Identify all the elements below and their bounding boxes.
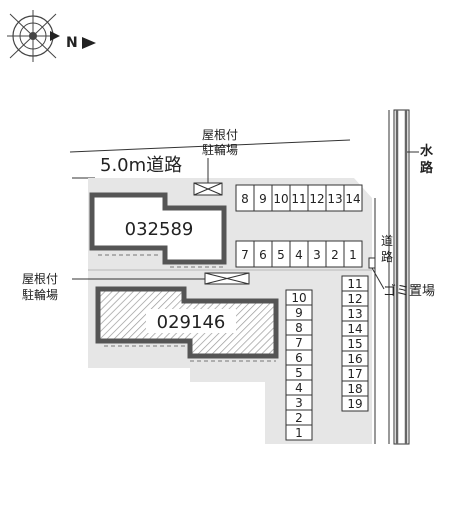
compass-north-label: N bbox=[66, 35, 78, 51]
parking-space: 13 bbox=[327, 192, 342, 206]
parking-space: 16 bbox=[347, 352, 362, 366]
parking-space: 6 bbox=[259, 248, 267, 262]
parking-space: 11 bbox=[347, 277, 362, 291]
side-road-label-2: 路 bbox=[381, 249, 393, 264]
parking-middle-row: 7 6 5 4 3 2 1 bbox=[235, 240, 363, 268]
parking-space: 19 bbox=[347, 397, 362, 411]
bike-parking-top-label-2: 駐輪場 bbox=[202, 142, 238, 157]
parking-space: 17 bbox=[347, 367, 362, 381]
building-029146: 029146 bbox=[95, 286, 279, 362]
garbage-label: ゴミ置場 bbox=[383, 283, 435, 299]
bike-parking-top-label-1: 屋根付 bbox=[202, 128, 238, 142]
parking-space: 2 bbox=[295, 411, 303, 425]
side-road-label-1: 道 bbox=[381, 234, 393, 248]
parking-space: 7 bbox=[241, 248, 249, 262]
parking-space: 3 bbox=[313, 248, 321, 262]
parking-column-left: 10 9 8 7 6 5 4 3 2 1 bbox=[285, 289, 313, 441]
parking-space: 10 bbox=[291, 291, 306, 305]
parking-column-right: 11 12 13 14 15 16 17 18 19 bbox=[341, 275, 369, 412]
parking-space: 10 bbox=[273, 192, 288, 206]
bike-parking-left-label-1: 屋根付 bbox=[22, 272, 58, 286]
parking-space: 5 bbox=[295, 366, 303, 380]
parking-space: 6 bbox=[295, 351, 303, 365]
compass-rose-icon bbox=[7, 10, 60, 62]
parking-space: 4 bbox=[295, 248, 303, 262]
garbage-area bbox=[368, 257, 376, 269]
parking-space: 15 bbox=[347, 337, 362, 351]
parking-space: 14 bbox=[347, 322, 362, 336]
parking-space: 7 bbox=[295, 336, 303, 350]
road-label: 5.0m道路 bbox=[100, 155, 182, 176]
parking-space: 4 bbox=[295, 381, 303, 395]
parking-space: 1 bbox=[295, 426, 303, 440]
building-id-label: 029146 bbox=[157, 312, 226, 333]
parking-space: 9 bbox=[259, 192, 267, 206]
parking-space: 3 bbox=[295, 396, 303, 410]
bike-parking-left-label-2: 駐輪場 bbox=[22, 287, 58, 302]
parking-space: 8 bbox=[241, 192, 249, 206]
parking-space: 12 bbox=[309, 192, 324, 206]
road-edge-line bbox=[69, 139, 351, 153]
compass-north-indicator: N bbox=[66, 35, 96, 51]
building-id-label: 032589 bbox=[125, 219, 194, 240]
parking-space: 12 bbox=[347, 292, 362, 306]
parking-space: 2 bbox=[331, 248, 339, 262]
parking-space: 9 bbox=[295, 306, 303, 320]
parking-top-row: 8 9 10 11 12 13 14 bbox=[235, 184, 363, 212]
bike-parking-left bbox=[204, 272, 250, 285]
waterway-label-1: 水 bbox=[420, 143, 434, 159]
parking-space: 14 bbox=[345, 192, 360, 206]
waterway-label-2: 路 bbox=[420, 160, 434, 176]
parking-space: 8 bbox=[295, 321, 303, 335]
building-032589: 032589 bbox=[89, 192, 227, 268]
parking-space: 18 bbox=[347, 382, 362, 396]
parking-space: 1 bbox=[349, 248, 357, 262]
parking-space: 13 bbox=[347, 307, 362, 321]
parking-space: 11 bbox=[291, 192, 306, 206]
parking-space: 5 bbox=[277, 248, 285, 262]
bike-parking-top bbox=[193, 182, 223, 196]
